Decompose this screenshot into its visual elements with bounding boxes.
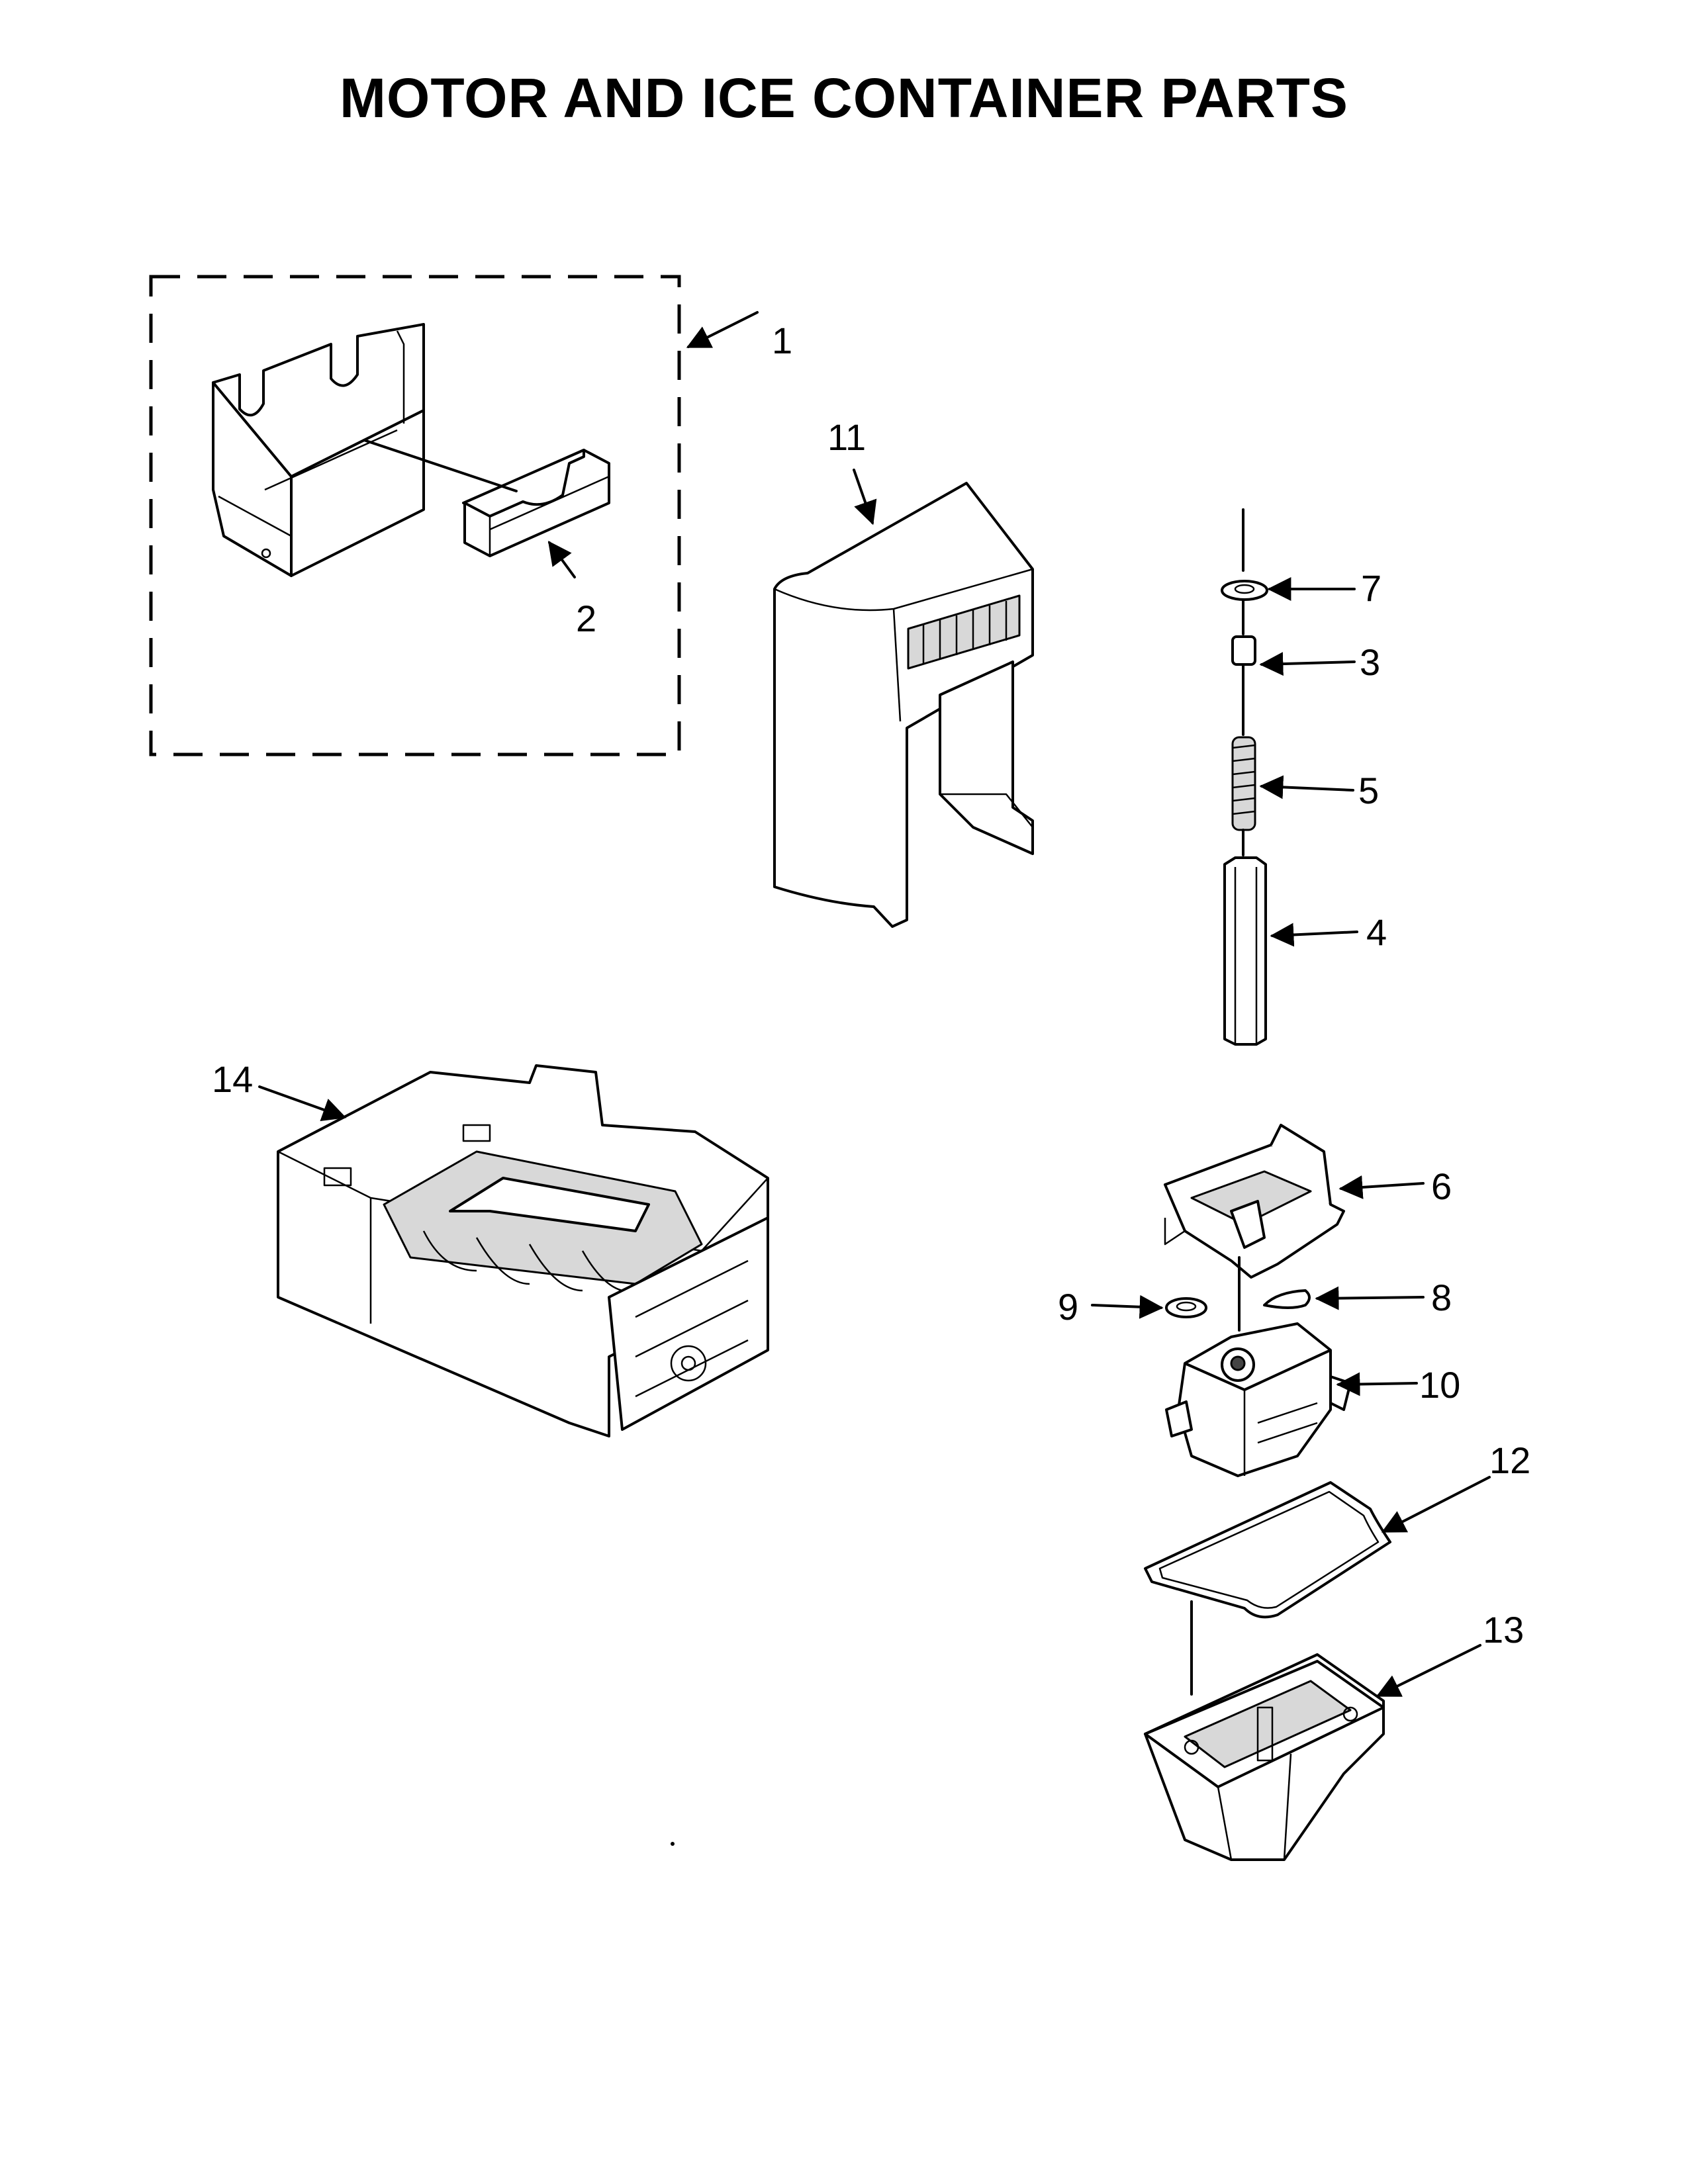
callout-8: 8 (1431, 1277, 1452, 1318)
callout-13: 13 (1483, 1609, 1524, 1651)
part-13-base (1144, 1653, 1385, 1861)
part-12-gasket (1144, 1481, 1391, 1619)
leader-lines (258, 311, 1491, 1697)
callout-11: 11 (827, 416, 866, 458)
part-9-washer (1165, 1297, 1207, 1318)
callout-12: 12 (1489, 1439, 1530, 1481)
callout-2: 2 (576, 598, 596, 639)
part-14-ice-bucket (277, 1064, 769, 1437)
callout-14: 14 (212, 1058, 253, 1100)
kit-boundary-box (149, 275, 681, 756)
part-6-housing (1164, 1124, 1345, 1279)
part-4-shaft (1223, 856, 1267, 1046)
callout-5: 5 (1358, 770, 1379, 811)
part-2-slide (363, 439, 610, 557)
callout-3: 3 (1360, 641, 1380, 683)
part-11-dispenser-cover (773, 482, 1034, 928)
part-3-nut (1231, 635, 1256, 666)
part-7-washer (1221, 580, 1268, 601)
callout-1: 1 (772, 320, 792, 361)
callout-7: 7 (1361, 567, 1382, 609)
part-8-clip (1263, 1289, 1311, 1309)
auger-shaft-stack (1221, 508, 1268, 1046)
callout-10: 10 (1419, 1364, 1460, 1406)
part-5-spring (1231, 736, 1256, 831)
page-title: MOTOR AND ICE CONTAINER PARTS (340, 67, 1348, 129)
callout-9: 9 (1058, 1286, 1078, 1328)
callout-6: 6 (1431, 1165, 1452, 1207)
part-1-bracket (212, 323, 425, 577)
part-10-motor (1165, 1322, 1352, 1477)
callout-4: 4 (1366, 911, 1387, 953)
stray-mark (671, 1842, 675, 1846)
